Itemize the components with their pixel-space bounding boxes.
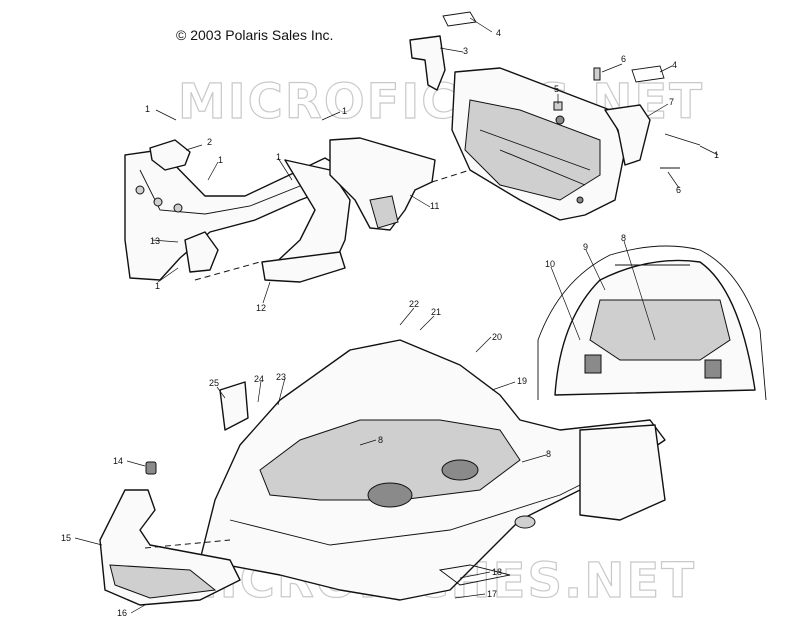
callout-8-b: 8 <box>378 435 383 445</box>
callout-6-b: 6 <box>676 185 681 195</box>
callout-16: 16 <box>117 608 127 618</box>
bracket-11 <box>329 137 471 231</box>
callout-19: 19 <box>517 376 527 386</box>
callout-14: 14 <box>113 456 123 466</box>
callout-18: 18 <box>492 567 502 577</box>
callout-10: 10 <box>545 259 555 269</box>
callout-24: 24 <box>254 374 264 384</box>
front-frame-assembly <box>124 139 351 283</box>
callout-7: 7 <box>669 97 674 107</box>
callout-2: 2 <box>207 137 212 147</box>
callout-22: 22 <box>409 299 419 309</box>
callout-9: 9 <box>583 242 588 252</box>
callout-12: 12 <box>256 303 266 313</box>
callout-21: 21 <box>431 307 441 317</box>
callout-4-b: 4 <box>672 60 677 70</box>
callout-8-c: 8 <box>546 449 551 459</box>
callout-13: 13 <box>150 236 160 246</box>
callout-1-d: 1 <box>276 152 281 162</box>
callout-1-c: 1 <box>218 155 223 165</box>
callout-1-b: 1 <box>342 106 347 116</box>
callout-1-f: 1 <box>714 150 719 160</box>
callout-3: 3 <box>463 46 468 56</box>
callout-labels: 1 1 1 1 1 1 2 3 4 4 5 6 6 7 8 8 8 9 10 1… <box>61 28 719 618</box>
callout-23: 23 <box>276 372 286 382</box>
inset-detail <box>537 245 767 401</box>
hood-assembly <box>99 339 666 606</box>
leader-lines <box>74 17 719 614</box>
callout-1-a: 1 <box>145 104 150 114</box>
callout-6-a: 6 <box>621 54 626 64</box>
copyright-text: © 2003 Polaris Sales Inc. <box>176 27 334 43</box>
callout-5: 5 <box>554 84 559 94</box>
callout-15: 15 <box>61 533 71 543</box>
callout-8-a: 8 <box>621 233 626 243</box>
callout-1-e: 1 <box>155 281 160 291</box>
crossmember-assembly <box>409 11 701 221</box>
callout-25: 25 <box>209 378 219 388</box>
callout-4-a: 4 <box>496 28 501 38</box>
callout-20: 20 <box>492 332 502 342</box>
callout-17: 17 <box>487 589 497 599</box>
callout-11: 11 <box>430 201 439 211</box>
